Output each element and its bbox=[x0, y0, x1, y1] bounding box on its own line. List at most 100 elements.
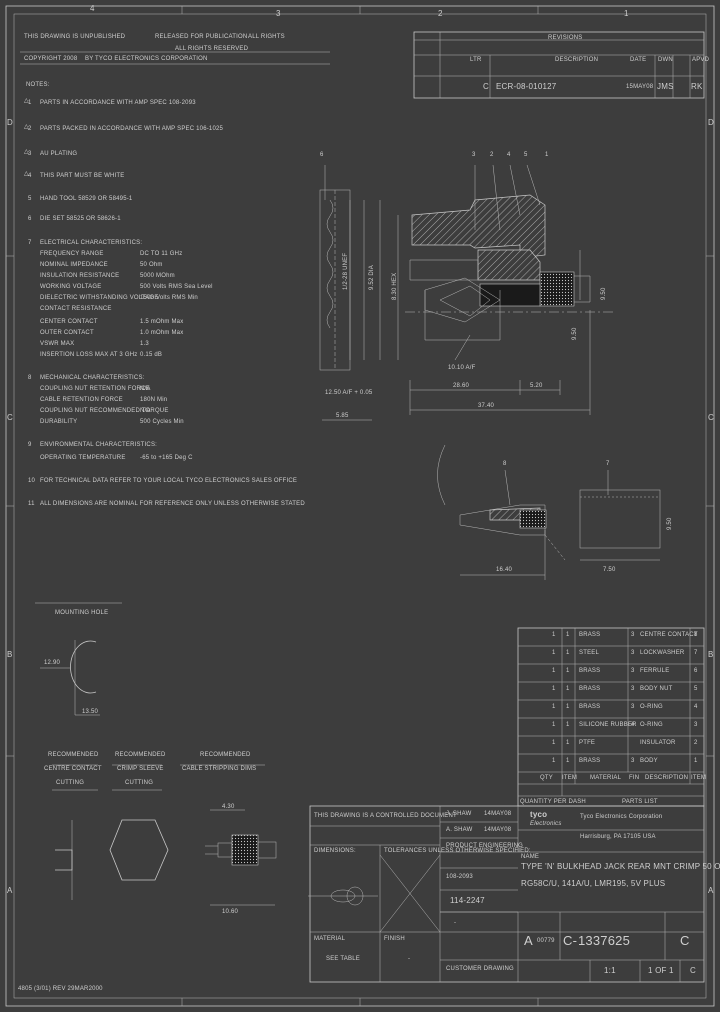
dim-9-50: 9.50 bbox=[572, 327, 578, 340]
pl-head-fin: FIN bbox=[629, 775, 640, 781]
pl-qty: 1 bbox=[552, 686, 556, 692]
note-number: 11 bbox=[28, 501, 35, 507]
zone-label: 2 bbox=[438, 9, 443, 18]
header-copyright: COPYRIGHT 2008 bbox=[24, 56, 78, 62]
pl-qty: 1 bbox=[552, 722, 556, 728]
pl-item: 1 bbox=[566, 740, 570, 746]
pl-head-no: ITEM bbox=[691, 775, 707, 781]
tb-application-spec: 114-2247 bbox=[450, 896, 485, 905]
tb-rev-bottom: C bbox=[690, 966, 696, 975]
pl-item: 1 bbox=[566, 668, 570, 674]
dim-9-50: 9.50 bbox=[667, 517, 673, 530]
pl-qty: 1 bbox=[552, 632, 556, 638]
pl-material: BRASS bbox=[579, 704, 601, 710]
tb-tolerances-label: TOLERANCES UNLESS OTHERWISE SPECIFIED: bbox=[384, 848, 531, 854]
pl-description: O-RING bbox=[640, 704, 663, 710]
dim-13-50: 13.50 bbox=[82, 709, 99, 715]
zone-label: 1 bbox=[624, 9, 629, 18]
dim-note-10-10: 10.10 A/F bbox=[448, 365, 476, 371]
spec-label: DURABILITY bbox=[40, 419, 78, 425]
tyco-logo: tyco bbox=[530, 810, 548, 819]
dim-7-50: 7.50 bbox=[603, 567, 616, 573]
zone-label: D bbox=[7, 118, 13, 127]
note-number: 8 bbox=[28, 375, 32, 381]
pl-number: 7 bbox=[694, 650, 698, 656]
tb-finish-label: FINISH bbox=[384, 936, 405, 942]
spec-label: COUPLING NUT RETENTION FORCE bbox=[40, 386, 150, 392]
zone-label: 3 bbox=[276, 9, 281, 18]
tb-material: SEE TABLE bbox=[326, 956, 360, 962]
tb-size: A bbox=[524, 933, 533, 948]
notes-title: NOTES: bbox=[26, 82, 50, 88]
pl-material: BRASS bbox=[579, 686, 601, 692]
note-flag-icon: △ bbox=[24, 149, 29, 155]
rev-row-apvd: RK bbox=[691, 82, 703, 91]
cutout-1-label: RECOMMENDED bbox=[48, 752, 99, 758]
pl-title: PARTS LIST bbox=[622, 799, 658, 805]
pl-description: INSULATOR bbox=[640, 740, 676, 746]
tb-dimensions-label: DIMENSIONS: bbox=[314, 848, 356, 854]
rev-col-desc: DESCRIPTION bbox=[555, 57, 599, 63]
note-text: DIE SET 58525 OR 58626-1 bbox=[40, 216, 121, 222]
balloon-item-7: 7 bbox=[606, 461, 610, 467]
pl-number: 3 bbox=[694, 722, 698, 728]
pl-material: PTFE bbox=[579, 740, 596, 746]
zone-label: D bbox=[708, 118, 714, 127]
spec-label: COUPLING NUT RECOMMENDED TORQUE bbox=[40, 408, 169, 414]
pl-number: 1 bbox=[694, 758, 698, 764]
spec-value: N/A bbox=[140, 386, 151, 392]
spec-value: 1.3 bbox=[140, 341, 149, 347]
pl-description: O-RING bbox=[640, 722, 663, 728]
pl-head-material: MATERIAL bbox=[590, 775, 622, 781]
balloon-item-8: 8 bbox=[503, 461, 507, 467]
zone-label: B bbox=[7, 650, 13, 659]
spec-label: INSULATION RESISTANCE bbox=[40, 273, 120, 279]
pl-qty: 1 bbox=[552, 704, 556, 710]
tb-customer-drawing: CUSTOMER DRAWING bbox=[446, 966, 514, 972]
tb-company-location: Harrisburg, PA 17105 USA bbox=[580, 834, 656, 840]
zone-label: B bbox=[708, 650, 714, 659]
note-text: ENVIRONMENTAL CHARACTERISTICS: bbox=[40, 442, 158, 448]
dim-8-30: 8.30 HEX bbox=[392, 272, 398, 300]
spec-value: DC TO 11 GHz bbox=[140, 251, 183, 257]
pl-description: CENTRE CONTACT bbox=[640, 632, 698, 638]
pl-description: FERRULE bbox=[640, 668, 670, 674]
tb-controlled: THIS DRAWING IS A CONTROLLED DOCUMENT bbox=[314, 813, 457, 819]
pl-item: 1 bbox=[566, 686, 570, 692]
header-unpublished: THIS DRAWING IS UNPUBLISHED bbox=[24, 34, 126, 40]
rev-row-dwn: JMS bbox=[657, 82, 674, 91]
note-text: PARTS PACKED IN ACCORDANCE WITH AMP SPEC… bbox=[40, 126, 224, 132]
tb-finish: - bbox=[408, 956, 411, 962]
note-text: PARTS IN ACCORDANCE WITH AMP SPEC 108-20… bbox=[40, 100, 196, 106]
balloon-item-3: 3 bbox=[472, 152, 476, 158]
cutout-1-label: CENTRE CONTACT bbox=[44, 766, 102, 772]
pl-material: SILICONE RUBBER bbox=[579, 722, 637, 728]
pl-material: STEEL bbox=[579, 650, 600, 656]
note-number: 6 bbox=[28, 216, 32, 222]
cutout-2-label: RECOMMENDED bbox=[115, 752, 166, 758]
note-text: HAND TOOL 58529 OR 58495-1 bbox=[40, 196, 133, 202]
header-reserved: ALL RIGHTS RESERVED bbox=[175, 46, 249, 52]
spec-label: NOMINAL IMPEDANCE bbox=[40, 262, 108, 268]
tb-name-label: NAME bbox=[521, 854, 540, 860]
pl-item: 1 bbox=[566, 758, 570, 764]
note-number: 7 bbox=[28, 240, 32, 246]
spec-label: OUTER CONTACT bbox=[40, 330, 94, 336]
tb-revision: C bbox=[680, 933, 690, 948]
pl-number: 6 bbox=[694, 668, 698, 674]
note-text: THIS PART MUST BE WHITE bbox=[40, 173, 125, 179]
tb-drawn-by: J. SHAW bbox=[446, 811, 472, 817]
spec-value: 1.0 mOhm Max bbox=[140, 330, 184, 336]
tb-dwg-prefix: C- bbox=[563, 933, 578, 948]
note-text: ALL DIMENSIONS ARE NOMINAL FOR REFERENCE… bbox=[40, 501, 305, 507]
note-number: 1 bbox=[28, 100, 32, 106]
tb-scale: 1:1 bbox=[604, 966, 616, 975]
note-number: 4 bbox=[28, 173, 32, 179]
spec-value: N/A bbox=[140, 408, 151, 414]
balloon-item-6: 6 bbox=[320, 152, 324, 158]
spec-value: 5000 MOhm bbox=[140, 273, 175, 279]
pl-qty: 1 bbox=[552, 668, 556, 674]
tb-cage: 00779 bbox=[537, 938, 555, 944]
